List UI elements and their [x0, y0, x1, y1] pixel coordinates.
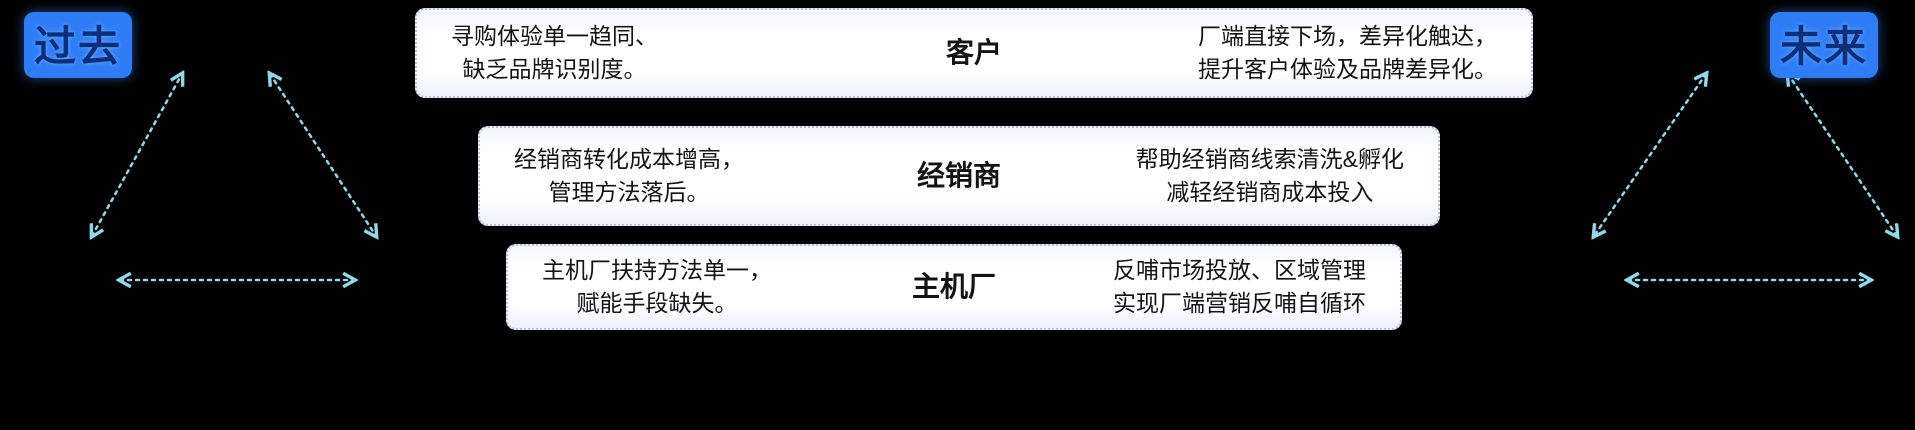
past-left-edge-arrow — [92, 74, 182, 236]
past-label: 过去 — [24, 12, 133, 78]
future-left-edge-arrow — [1594, 74, 1706, 236]
future-triangle — [1594, 74, 1897, 280]
future-right-edge-arrow — [1788, 74, 1897, 236]
dealer-role-label: 经销商 — [916, 159, 1002, 191]
oem-row: 主机厂扶持方法单一， 赋能手段缺失。 主机厂 反哺市场投放、区域管理 实现厂端营… — [506, 244, 1402, 330]
customer-row: 寻购体验单一趋同、 缺乏品牌识别度。 客户 厂端直接下场，差异化触达， 提升客户… — [415, 8, 1533, 98]
oem-future-text: 反哺市场投放、区域管理 实现厂端营销反哺自循环 — [1113, 256, 1366, 316]
customer-past-text: 寻购体验单一趋同、 缺乏品牌识别度。 — [451, 22, 658, 82]
oem-past-text: 主机厂扶持方法单一， 赋能手段缺失。 — [542, 256, 772, 316]
past-right-edge-arrow — [270, 74, 376, 236]
future-label: 未来 — [1770, 12, 1879, 78]
dealer-past-text: 经销商转化成本增高， 管理方法落后。 — [514, 145, 744, 205]
dealer-future-text: 帮助经销商线索清洗&孵化 减轻经销商成本投入 — [1135, 145, 1404, 205]
customer-role-label: 客户 — [945, 36, 1003, 68]
dealer-row: 经销商转化成本增高， 管理方法落后。 经销商 帮助经销商线索清洗&孵化 减轻经销… — [478, 126, 1440, 226]
customer-future-text: 厂端直接下场，差异化触达， 提升客户体验及品牌差异化。 — [1198, 22, 1497, 82]
past-triangle — [92, 74, 376, 280]
oem-role-label: 主机厂 — [911, 270, 997, 302]
